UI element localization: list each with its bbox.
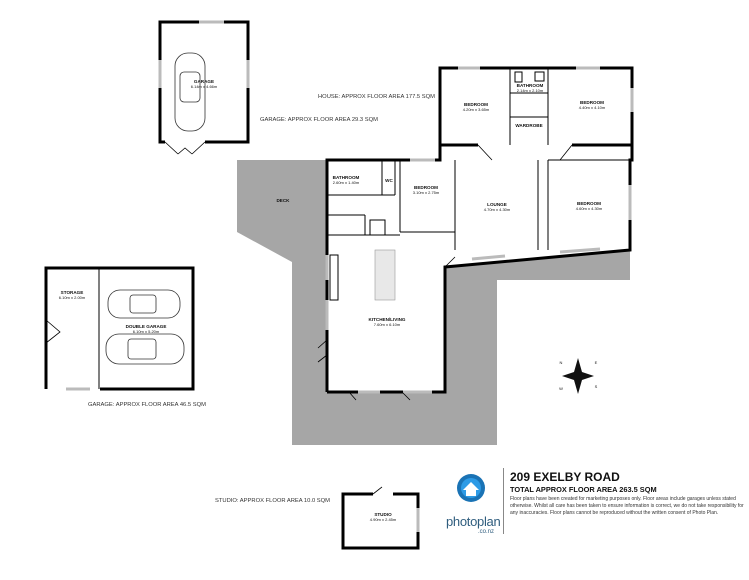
svg-text:W: W (559, 386, 563, 391)
bathroom-top-label: BATHROOM (517, 83, 544, 88)
total-area: TOTAL APPROX FLOOR AREA 263.5 SQM (510, 485, 657, 494)
bathroom-top-dims: 2.14m x 2.10m (517, 88, 544, 93)
deck-label: DECK (276, 198, 290, 203)
svg-text:E: E (595, 360, 598, 365)
garage-top-area-label: GARAGE: APPROX FLOOR AREA 29.3 SQM (260, 117, 378, 123)
compass-icon: N S E W (559, 358, 598, 394)
bedroom-1-label: BEDROOM (464, 102, 488, 107)
studio-area-label: STUDIO: APPROX FLOOR AREA 10.0 SQM (215, 498, 330, 504)
brand-sub: .co.nz (478, 529, 495, 535)
studio: STUDIO 4.90m x 2.45m (341, 486, 420, 550)
kitchen-dims: 7.60m x 6.10m (374, 322, 401, 327)
wc-label: WC (385, 178, 393, 183)
wardrobe-label: WARDROBE (515, 123, 542, 128)
kitchen-label: KITCHEN/LIVING (368, 317, 405, 322)
studio-dims: 4.90m x 2.45m (370, 517, 397, 522)
bathroom-mid-label: BATHROOM (333, 175, 360, 180)
double-garage-label: DOUBLE GARAGE (126, 324, 167, 329)
car-icon (105, 333, 185, 365)
svg-text:S: S (595, 384, 598, 389)
garage-left-area-label: GARAGE: APPROX FLOOR AREA 46.5 SQM (88, 402, 206, 408)
top-garage: GARAGE 6.14m x 4.66m (158, 20, 250, 155)
kitchen-island (374, 249, 396, 301)
bedroom-2-dims: 4.40m x 4.10m (579, 105, 606, 110)
lounge-dims: 4.70m x 4.30m (484, 207, 511, 212)
address-title: 209 EXELBY ROAD (510, 470, 620, 484)
studio-label: STUDIO (374, 512, 392, 517)
bedroom-3-dims: 3.10m x 2.75m (413, 190, 440, 195)
deck-area: DECK (237, 160, 630, 445)
bedroom-1-dims: 4.20m x 3.65m (463, 107, 490, 112)
car-icon (174, 52, 206, 132)
bedroom-2-label: BEDROOM (580, 100, 604, 105)
brand-name: photoplan (446, 514, 501, 529)
garage-top-label: GARAGE (194, 79, 214, 84)
house-area-label: HOUSE: APPROX FLOOR AREA 177.5 SQM (318, 94, 435, 100)
photoplan-logo (445, 464, 505, 544)
storage-label: STORAGE (61, 290, 84, 295)
bedroom-4-label: BEDROOM (577, 201, 601, 206)
garage-top-dims: 6.14m x 4.66m (191, 84, 218, 89)
left-garage: STORAGE 6.10m x 2.00m DOUBLE GARAGE 6.10… (44, 266, 195, 391)
lounge-label: LOUNGE (487, 202, 507, 207)
divider (503, 468, 504, 534)
double-garage-dims: 6.10m x 5.20m (133, 329, 160, 334)
bedroom-3-label: BEDROOM (414, 185, 438, 190)
svg-text:N: N (560, 360, 563, 365)
main-house: BATHROOM 2.60m x 1.40m WC BEDROOM 3.10m … (317, 143, 634, 401)
disclaimer-text: Floor plans have been created for market… (510, 496, 744, 517)
storage-dims: 6.10m x 2.00m (59, 295, 86, 300)
bedroom-4-dims: 4.60m x 4.30m (576, 206, 603, 211)
bathroom-mid-dims: 2.60m x 1.40m (333, 180, 360, 185)
car-icon (107, 289, 181, 319)
